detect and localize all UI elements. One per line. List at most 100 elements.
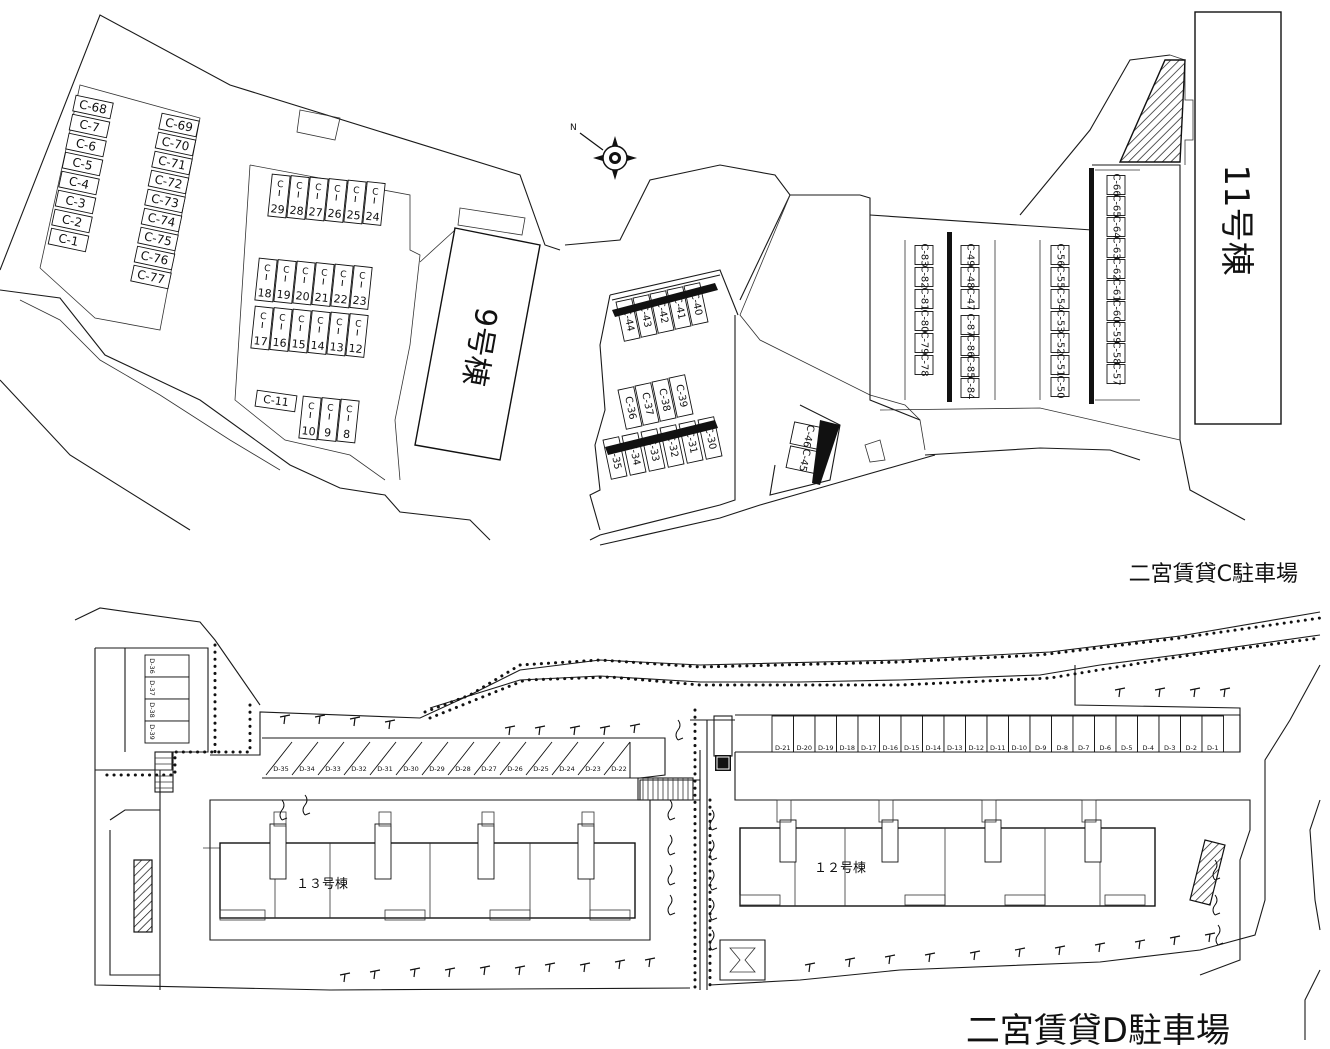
slot-c-39: C-39: [668, 374, 694, 418]
slot-d-6-label: D-6: [1100, 744, 1112, 752]
slot-c-14: C14: [307, 310, 331, 355]
slot-d-7: D-7: [1072, 715, 1095, 753]
stairs-west: [154, 751, 174, 793]
slot-d-18-label: D-18: [839, 744, 855, 752]
slot-c-48: C-48: [960, 265, 980, 289]
slot-d-14-label: D-14: [925, 744, 941, 752]
slot-c-22-label: 22: [333, 292, 348, 306]
slot-d-6: D-6: [1094, 715, 1117, 753]
slot-c-11: C-11: [254, 389, 298, 413]
slot-c-69-label: C-69: [164, 115, 194, 135]
c-lot-east-outline: [859, 54, 1246, 521]
slot-c-45: C-45: [785, 445, 823, 475]
slot-d-3-label: D-3: [1164, 744, 1176, 752]
c-lot-center-outline: [564, 164, 936, 546]
slot-c-65: C-65: [1106, 194, 1126, 218]
slot-c-50: C-50: [1050, 375, 1070, 399]
slot-c-38: C-38: [651, 378, 677, 422]
slot-c-54-label: C-54: [1055, 287, 1066, 310]
building-13-label: １３号棟: [296, 877, 348, 892]
slot-d-39: D-39: [144, 720, 190, 744]
slot-d-37: D-37: [144, 676, 190, 700]
d-lot-hedges: [98, 616, 1322, 992]
hatched-area-d-west: [133, 859, 153, 933]
slot-c-12-label: 12: [348, 342, 363, 356]
slot-c-26-label: 26: [327, 207, 342, 221]
slot-c-29-label: 29: [270, 202, 285, 216]
slot-c-18-label: 18: [257, 286, 272, 300]
tree-symbols: [279, 687, 1231, 983]
slot-c-8-label: 8: [342, 428, 350, 442]
slot-c-14-label: 14: [310, 339, 325, 353]
slot-d-28-label: D-28: [455, 765, 471, 773]
slot-d-29: D-29: [421, 741, 449, 776]
svg-text:C: C: [259, 312, 266, 323]
stairs-center: [637, 777, 694, 801]
svg-text:C: C: [295, 181, 302, 192]
slot-d-21: D-21: [771, 715, 794, 753]
slot-d-25: D-25: [525, 741, 553, 776]
slot-c-51: C-51: [1050, 353, 1070, 377]
svg-text:C: C: [282, 265, 289, 276]
slot-d-33: D-33: [317, 741, 345, 776]
d-lot-title: 二宮賃貸D駐車場: [966, 1011, 1230, 1049]
svg-text:C: C: [301, 267, 308, 278]
slot-c-50-label: C-50: [1055, 375, 1066, 398]
slot-d-12-label: D-12: [968, 744, 984, 752]
slot-d-32-label: D-32: [351, 765, 367, 773]
slot-c-74: C-74: [140, 207, 183, 233]
slot-d-15-label: D-15: [904, 744, 920, 752]
slot-c-13: C13: [326, 311, 350, 357]
svg-text:C: C: [335, 318, 342, 329]
slot-c-7-label: C-7: [78, 117, 101, 135]
svg-text:C: C: [354, 319, 361, 330]
slot-c-30-label: C-30: [702, 425, 718, 450]
svg-text:N: N: [570, 123, 577, 133]
slot-c-64: C-64: [1106, 215, 1126, 239]
slot-c-53-label: C-53: [1055, 309, 1066, 332]
slot-c-62-label: C-62: [1111, 257, 1122, 280]
slot-d-14: D-14: [922, 715, 945, 753]
svg-text:C: C: [326, 403, 333, 414]
slot-d-27-label: D-27: [481, 765, 497, 773]
slot-c-75: C-75: [137, 226, 179, 252]
slot-c-53: C-53: [1050, 309, 1070, 333]
slot-c-36: C-36: [617, 386, 643, 430]
slot-d-28: D-28: [447, 741, 475, 776]
slot-c-77: C-77: [130, 264, 172, 290]
slot-c-23: C23: [349, 265, 373, 310]
slot-c-73-label: C-73: [150, 191, 180, 211]
slot-c-10-label: 10: [301, 424, 316, 438]
slot-c-39-label: C-39: [673, 383, 689, 408]
slot-c-66-label: C-66: [1111, 173, 1122, 196]
slot-c-26: C26: [324, 178, 348, 223]
slot-c-46-label: C-46: [800, 423, 816, 448]
hatched-area-north: [1118, 59, 1186, 163]
slot-c-19-label: 19: [276, 288, 291, 302]
slot-d-26: D-26: [499, 741, 527, 776]
slot-d-34: D-34: [291, 741, 319, 776]
slot-d-36-label: D-36: [148, 658, 156, 674]
slot-c-65-label: C-65: [1111, 194, 1122, 217]
slot-c-86: C-86: [960, 334, 980, 358]
slot-d-13: D-13: [943, 715, 966, 753]
building-entrances: [269, 799, 1102, 880]
slot-c-70-label: C-70: [160, 134, 190, 154]
slot-c-16-label: 16: [272, 336, 287, 350]
slot-c-51-label: C-51: [1055, 353, 1066, 376]
slot-c-56: C-56: [1050, 243, 1070, 267]
slot-c-46: C-46: [789, 421, 827, 451]
slot-d-23-label: D-23: [585, 765, 601, 773]
slot-c-40-label: C-40: [688, 291, 704, 316]
slot-c-3-label: C-3: [64, 193, 87, 211]
slot-c-60: C-60: [1106, 299, 1126, 323]
slot-c-17: C17: [250, 305, 274, 351]
slot-c-37-label: C-37: [639, 391, 655, 416]
svg-text:C: C: [276, 180, 283, 191]
slot-d-5-label: D-5: [1121, 744, 1133, 752]
slot-c-82-label: C-82: [919, 265, 930, 288]
slot-c-84: C-84: [960, 376, 980, 400]
slot-c-70: C-70: [154, 131, 197, 157]
building-11-label: 11号棟: [1216, 164, 1256, 275]
